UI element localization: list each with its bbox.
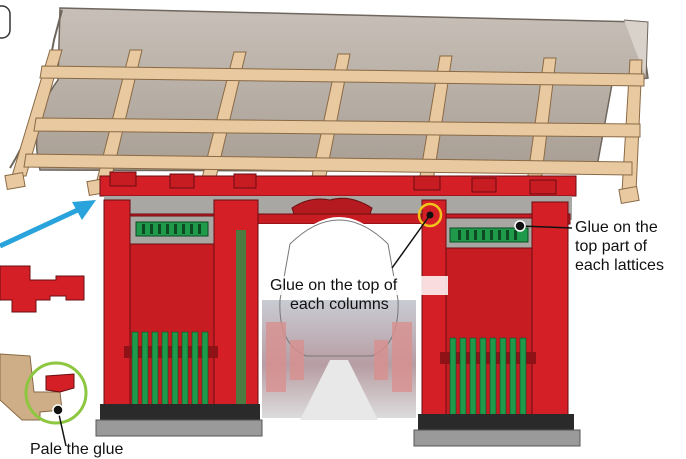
detached-bracket-piece [0,266,84,312]
callout-bottom-left-text: Pale the glue [28,440,148,459]
callout-glue-columns: Glue on the top of each columns [268,276,448,314]
callout-columns-line1: Glue on the top of [268,276,448,295]
partial-badge [0,6,10,38]
callout-lattices-line3: each lattices [573,256,686,275]
callout-columns-line2: each columns [268,295,448,314]
right-column-assembly [414,200,580,446]
callout-bottom-left-partial: Pale the glue [28,440,148,459]
left-column-assembly [96,200,262,436]
callout-lattices-line1: Glue on the [573,218,686,237]
callout-lattices-line2: top part of [573,237,686,256]
arrow-icon [0,200,96,246]
callout-glue-lattices: Glue on the top part of each lattices [573,218,686,275]
